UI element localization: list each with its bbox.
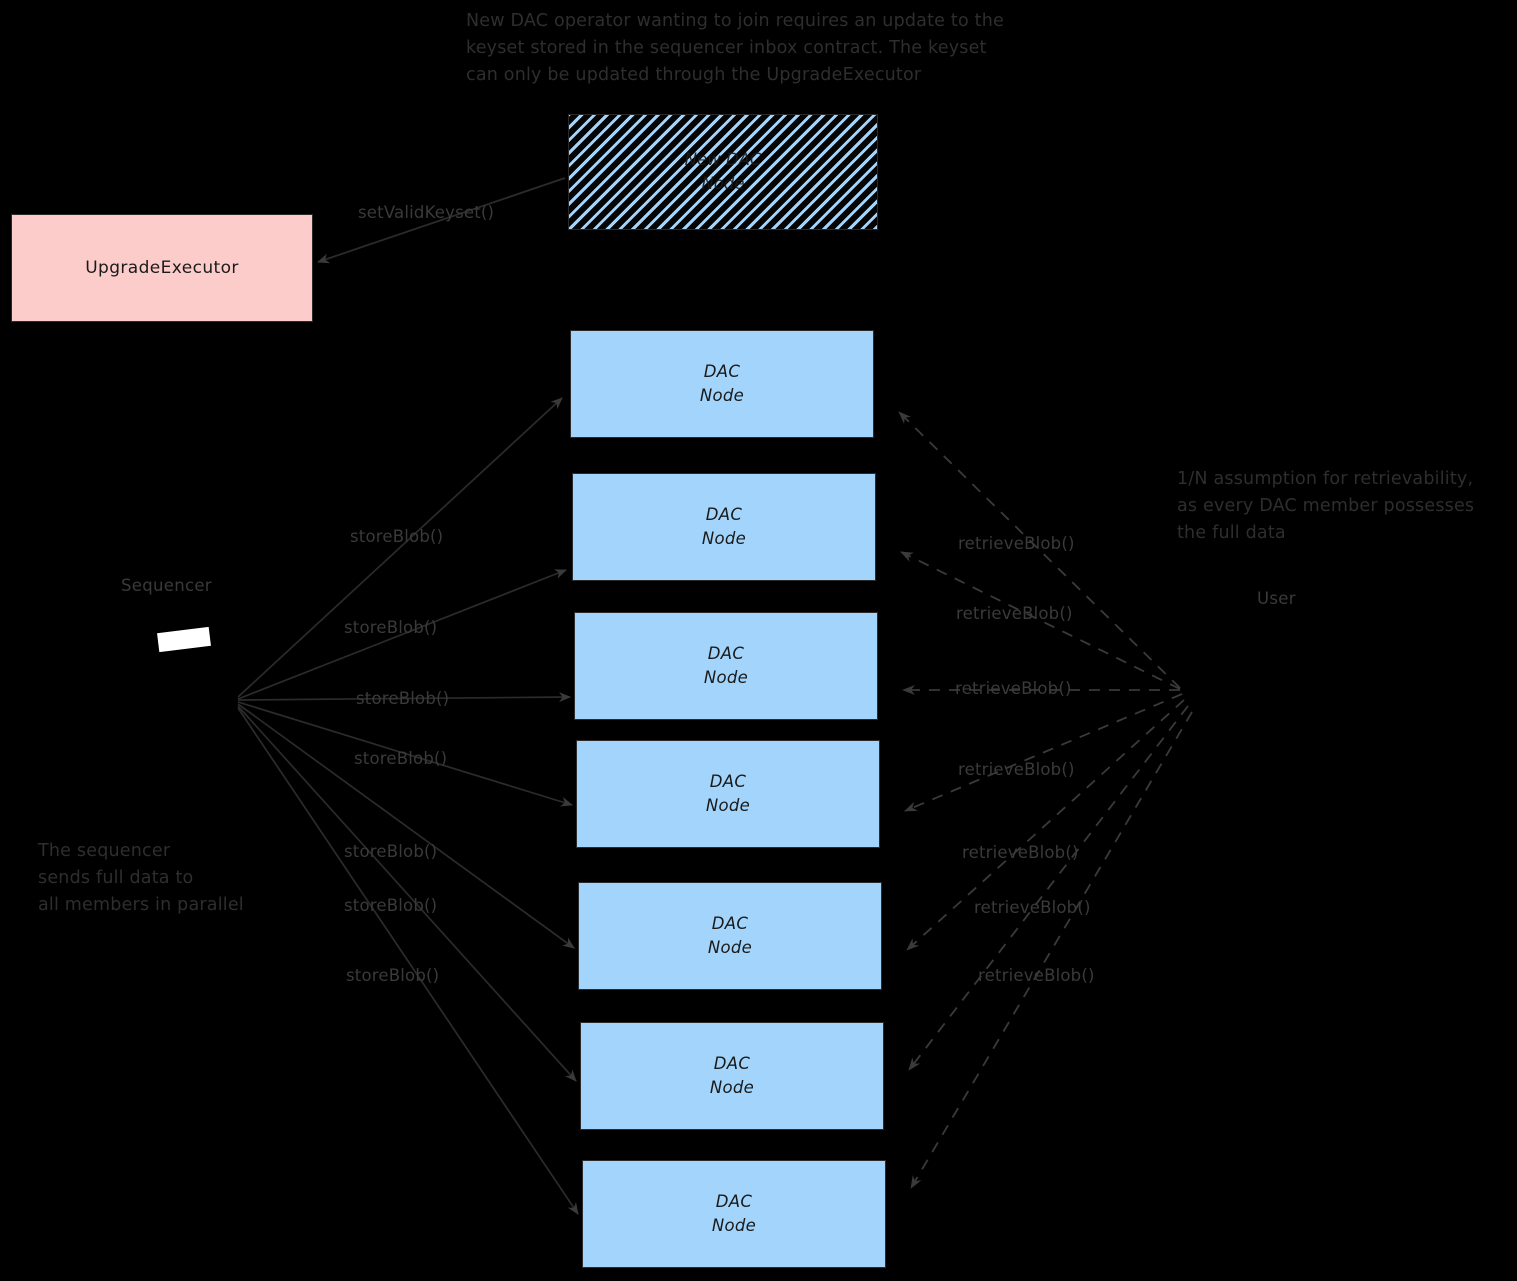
edge-label-retrieve-blob-5: retrieveBlob() xyxy=(962,843,1079,862)
dac-node-box-6[interactable]: DAC Node xyxy=(580,1022,884,1130)
edge-label-retrieve-blob-6: retrieveBlob() xyxy=(974,898,1091,917)
dac-node-label-3: DAC Node xyxy=(703,644,749,687)
dac-node-box-2[interactable]: DAC Node xyxy=(572,473,876,581)
dac-node-label-2: DAC Node xyxy=(701,505,747,548)
edge-label-store-blob-7: storeBlob() xyxy=(346,966,440,985)
edge-label-retrieve-blob-3: retrieveBlob() xyxy=(955,679,1072,698)
edge-label-store-blob-3: storeBlob() xyxy=(356,689,450,708)
edge-label-retrieve-blob-7: retrieveBlob() xyxy=(978,966,1095,985)
dac-node-label-4: DAC Node xyxy=(705,772,751,815)
dac-node-box-4[interactable]: DAC Node xyxy=(576,740,880,848)
edge-label-store-blob-6: storeBlob() xyxy=(344,896,438,915)
edge-label-retrieve-blob-1: retrieveBlob() xyxy=(958,534,1075,553)
dac-node-box-1[interactable]: DAC Node xyxy=(570,330,874,438)
new-dac-node-label: New DAC Node xyxy=(684,150,762,193)
upgrade-executor-box[interactable]: UpgradeExecutor xyxy=(11,214,313,322)
new-dac-node-box[interactable]: New DAC Node xyxy=(568,114,878,230)
sequencer-label: Sequencer xyxy=(121,576,212,595)
dac-node-box-5[interactable]: DAC Node xyxy=(578,882,882,990)
dac-node-label-6: DAC Node xyxy=(709,1054,755,1097)
dac-node-box-3[interactable]: DAC Node xyxy=(574,612,878,720)
edge-label-store-blob-5: storeBlob() xyxy=(344,842,438,861)
edge-label-set-valid-keyset: setValidKeyset() xyxy=(358,203,495,222)
edge-set-valid-keyset xyxy=(317,177,566,264)
upgrade-executor-label: UpgradeExecutor xyxy=(85,258,239,278)
dac-node-label-5: DAC Node xyxy=(707,914,753,957)
dac-node-label-1: DAC Node xyxy=(699,362,745,405)
edge-label-retrieve-blob-4: retrieveBlob() xyxy=(958,760,1075,779)
edges-store-blob xyxy=(237,397,579,1215)
note-top: New DAC operator wanting to join require… xyxy=(466,11,1004,86)
edge-label-retrieve-blob-2: retrieveBlob() xyxy=(956,604,1073,623)
dac-node-label-7: DAC Node xyxy=(711,1192,757,1235)
user-label: User xyxy=(1257,589,1296,608)
edge-label-store-blob-2: storeBlob() xyxy=(344,618,438,637)
dac-node-box-7[interactable]: DAC Node xyxy=(582,1160,886,1268)
edge-label-store-blob-4: storeBlob() xyxy=(354,749,448,768)
edges-retrieve-blob xyxy=(898,411,1193,1189)
note-right: 1/N assumption for retrievability, as ev… xyxy=(1177,469,1475,544)
note-bottom-left: The sequencer sends full data to all mem… xyxy=(38,841,244,916)
edge-label-store-blob-1: storeBlob() xyxy=(350,527,444,546)
